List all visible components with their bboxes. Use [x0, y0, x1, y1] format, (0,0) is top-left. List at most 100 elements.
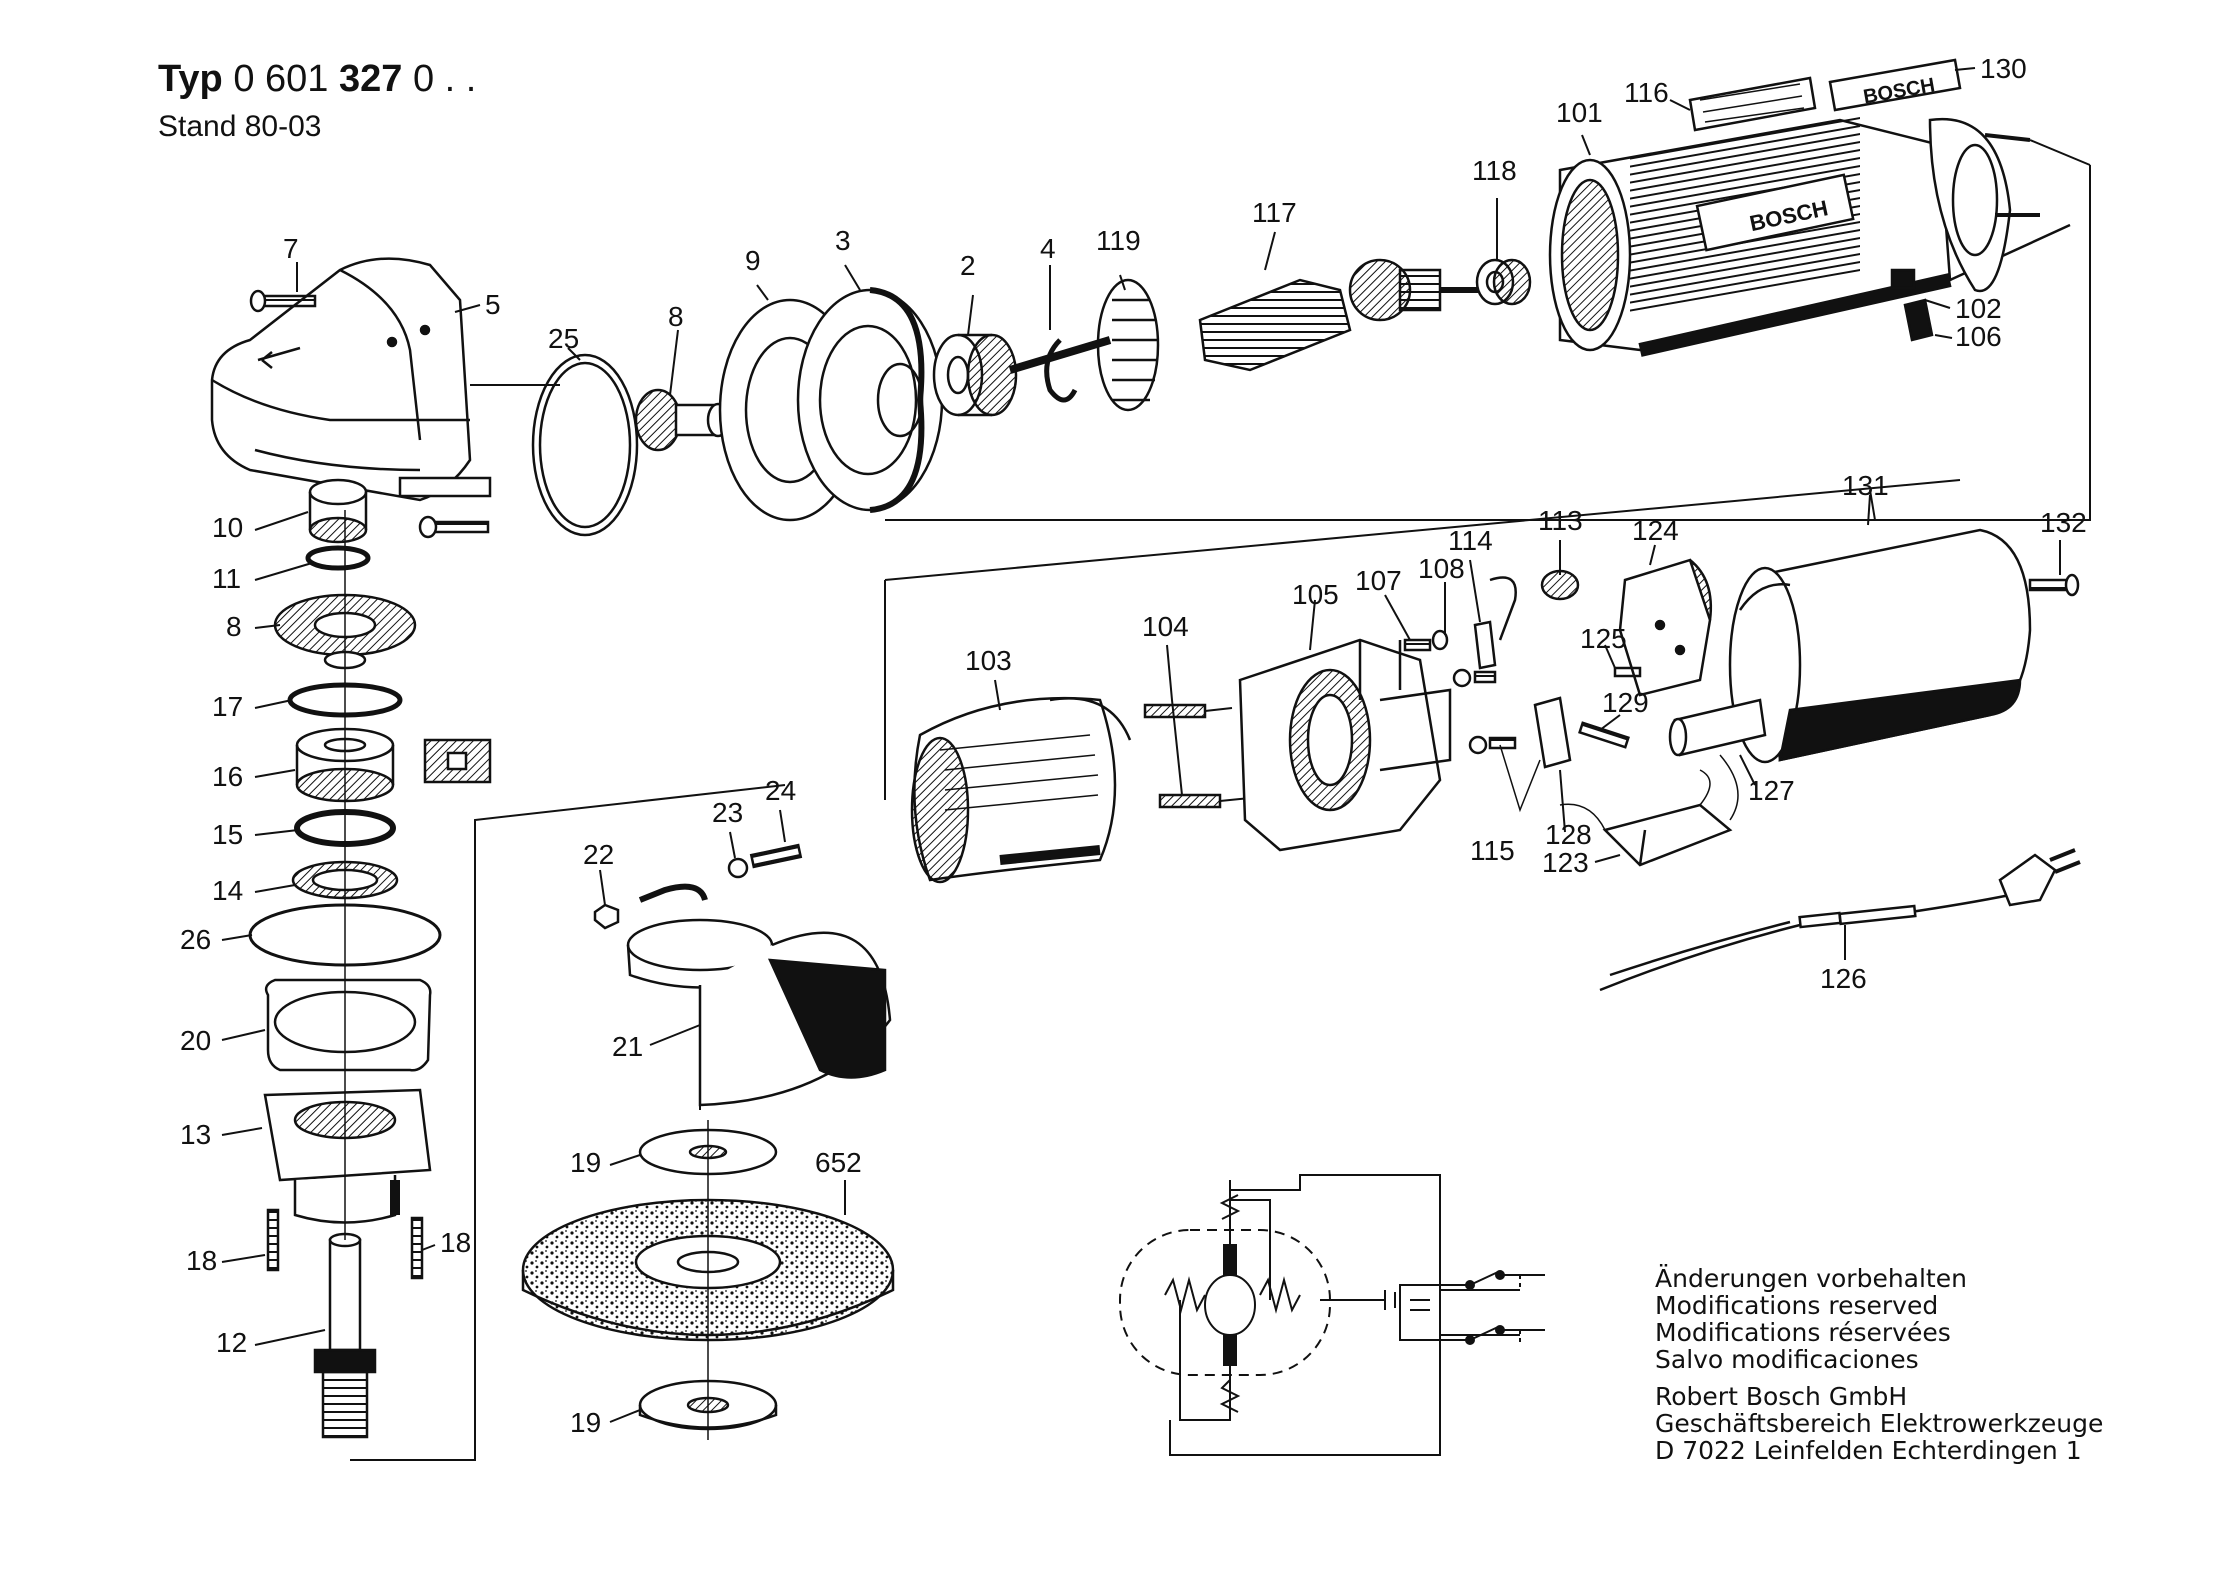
part-label: 13: [180, 1119, 211, 1150]
part-labels: 7 5 25 8 9 3 2 4 119 117 118 101 116 130…: [180, 53, 2087, 1438]
part-label: 16: [212, 761, 243, 792]
screw-part: [249, 289, 317, 313]
cable-sleeve-part: [1668, 698, 1767, 757]
spindle-part: [313, 1232, 377, 1439]
cable-nut-part: [1540, 569, 1580, 601]
rear-handle-part: [1728, 528, 2032, 764]
brush-spring-part: [1143, 703, 1207, 719]
type-number: Typ 0 601 327 0 . .: [158, 58, 476, 101]
part-label: 123: [1542, 847, 1589, 878]
screw-part: [1578, 721, 1630, 749]
part-label: 7: [283, 233, 299, 264]
part-label: 652: [815, 1147, 862, 1178]
part-label: 26: [180, 924, 211, 955]
screw-part: [749, 843, 803, 869]
typ-number-a: 0 601: [233, 58, 329, 100]
part-label: 131: [1842, 470, 1889, 501]
footer-notes: Änderungen vorbehalten Modifications res…: [1655, 1265, 2103, 1464]
power-cord-part: [1599, 848, 2081, 992]
footer-line: Salvo modificaciones: [1655, 1345, 1919, 1374]
part-label: 15: [212, 819, 243, 850]
circlip-part: [1044, 338, 1078, 403]
part-label: 3: [835, 225, 851, 256]
part-label: 129: [1602, 687, 1649, 718]
footer-line: Modifications réservées: [1655, 1318, 1951, 1347]
capacitor-part: [1559, 769, 1733, 867]
part-label: 10: [212, 512, 243, 543]
part-label: 18: [186, 1245, 217, 1276]
part-label: 101: [1556, 97, 1603, 128]
part-label: 14: [212, 875, 243, 906]
armature-part: [1198, 258, 1490, 372]
cooling-fan-part: [1008, 278, 1160, 412]
part-label: 117: [1252, 197, 1297, 228]
stator-field-part: [910, 696, 1132, 884]
screw-part: [266, 1208, 280, 1272]
screw-part: [2028, 578, 2072, 592]
brush-clip-part: [1903, 298, 1934, 342]
company-name: Robert Bosch GmbH: [1655, 1382, 1908, 1411]
part-label: 116: [1624, 77, 1669, 108]
brush-spring-part: [1158, 793, 1222, 809]
part-label: 130: [1980, 53, 2027, 84]
wiring-schematic: [1119, 1174, 1545, 1456]
part-label: 108: [1418, 553, 1465, 584]
part-label: 104: [1142, 611, 1189, 642]
part-label: 5: [485, 289, 501, 320]
part-label: 22: [583, 839, 614, 870]
needle-bearing-part: [308, 478, 368, 544]
footer-line: Modifications reserved: [1655, 1291, 1939, 1320]
rating-plate-part: [1688, 76, 1817, 132]
pinion-gear-part: [634, 388, 730, 452]
part-label: 126: [1820, 963, 1867, 994]
typ-number-b: 327: [338, 58, 403, 100]
part-label: 132: [2040, 507, 2087, 538]
part-label: 114: [1448, 525, 1493, 556]
company-division: Geschäftsbereich Elektrowerkzeuge: [1655, 1409, 2104, 1438]
part-label: 125: [1580, 623, 1627, 654]
part-label: 118: [1472, 155, 1517, 186]
screw-part: [1613, 666, 1642, 678]
flange-gasket-part: [264, 978, 432, 1072]
part-label: 21: [612, 1031, 643, 1062]
bearing-flange-part: [796, 287, 944, 513]
ball-bearing-part: [1475, 258, 1532, 306]
part-label: 113: [1538, 505, 1583, 536]
hex-nut-part: [593, 903, 620, 930]
typ-prefix: Typ: [158, 58, 223, 100]
part-label: 107: [1355, 565, 1402, 596]
switch-part: [1618, 558, 1712, 697]
motor-housing-part: BOSCH: [1548, 112, 2071, 357]
part-label: 8: [668, 301, 684, 332]
part-label: 23: [712, 797, 743, 828]
part-label: 106: [1955, 321, 2002, 352]
part-label: 11: [212, 563, 241, 594]
part-label: 20: [180, 1025, 211, 1056]
seal-ring-part: [531, 353, 639, 537]
revision-date: Stand 80-03: [158, 110, 322, 143]
part-label: 12: [216, 1327, 247, 1358]
part-label: 103: [965, 645, 1012, 676]
leader-lines: [221, 67, 2061, 1423]
part-label: 2: [960, 250, 976, 281]
screw-part: [1403, 638, 1432, 652]
part-label: 102: [1955, 293, 2002, 324]
part-label: 18: [440, 1227, 471, 1258]
gear-housing-part: [210, 257, 492, 502]
part-label: 127: [1748, 775, 1795, 806]
part-label: 105: [1292, 579, 1339, 610]
part-label: 17: [212, 691, 243, 722]
contact-part: [1473, 576, 1517, 670]
ball-bearing-part: [932, 333, 1018, 417]
screw-part: [410, 1216, 424, 1280]
part-label: 25: [548, 323, 579, 354]
part-label: 9: [745, 245, 761, 276]
wheel-guard-part: [626, 883, 892, 1110]
spindle-flange-part: [263, 1088, 432, 1224]
end-shield-part: [1928, 117, 2040, 293]
footer-line: Änderungen vorbehalten: [1655, 1264, 1967, 1293]
part-label: 19: [570, 1407, 601, 1438]
brush-holder-part: [1238, 638, 1452, 852]
part-label: 124: [1632, 515, 1679, 546]
